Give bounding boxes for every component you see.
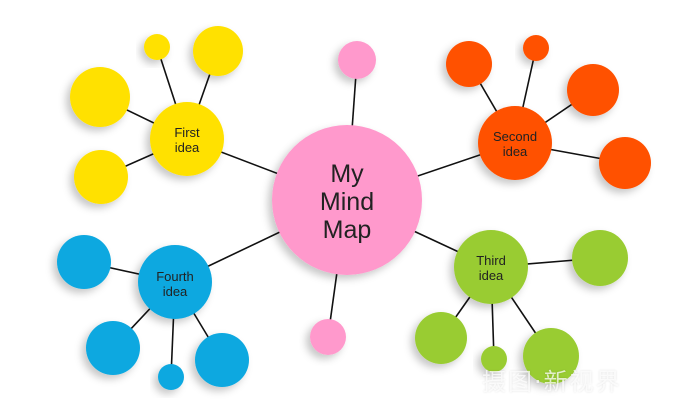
second-idea-sub-node xyxy=(599,137,651,189)
first-idea-node xyxy=(150,102,224,176)
third-idea-label-line2: idea xyxy=(479,268,504,283)
second-idea-label-line2: idea xyxy=(503,144,528,159)
fourth-idea-sub-node xyxy=(57,235,111,289)
fourth-idea-node xyxy=(138,245,212,319)
third-idea-sub-node xyxy=(481,346,507,372)
first-idea-label-line2: idea xyxy=(175,140,200,155)
third-idea-sub-node xyxy=(523,328,579,384)
watermark: 摄图·新视界 xyxy=(482,368,622,396)
first-idea-sub-node xyxy=(70,67,130,127)
first-idea-label-line1: First xyxy=(174,125,200,140)
fourth-idea-sub-node xyxy=(158,364,184,390)
first-idea-sub-node xyxy=(74,150,128,204)
fourth-idea-sub-node xyxy=(86,321,140,375)
third-idea-node xyxy=(454,230,528,304)
center-label-line3: Map xyxy=(323,216,372,244)
second-idea-label-line1: Second xyxy=(493,129,537,144)
first-idea-sub-node xyxy=(144,34,170,60)
center-label-line1: My xyxy=(330,160,364,188)
second-idea-node xyxy=(478,106,552,180)
third-idea-label-line1: Third xyxy=(476,253,506,268)
fourth-idea-sub-node xyxy=(195,333,249,387)
fourth-idea-label-line1: Fourth xyxy=(156,269,194,284)
third-idea-sub-node xyxy=(572,230,628,286)
center-sub-node xyxy=(338,41,376,79)
center-sub-node xyxy=(310,319,346,355)
first-idea-sub-node xyxy=(193,26,243,76)
second-idea-sub-node xyxy=(567,64,619,116)
center-label-line2: Mind xyxy=(320,188,374,216)
third-idea-sub-node xyxy=(415,312,467,364)
fourth-idea-label-line2: idea xyxy=(163,284,188,299)
central-node xyxy=(272,125,422,275)
second-idea-sub-node xyxy=(523,35,549,61)
second-idea-sub-node xyxy=(446,41,492,87)
